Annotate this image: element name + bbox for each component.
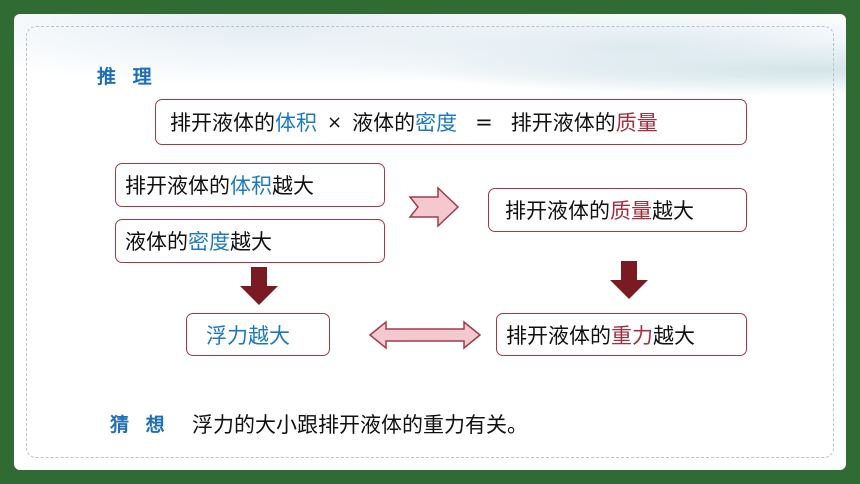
formula-volume: 体积 [275,111,317,135]
formula-mass: 质量 [615,111,658,135]
equals-sign: = [475,110,493,134]
density-increase-box: 液体的密度越大 [115,219,385,263]
dashed-frame [26,26,834,458]
weight-key: 重力 [611,323,653,348]
density-pre: 液体的 [125,230,188,254]
mass-post: 越大 [652,199,694,223]
volume-increase-box: 排开液体的体积越大 [115,163,385,207]
volume-post: 越大 [272,174,314,198]
buoyancy-increase-box: 浮力越大 [186,313,330,356]
weight-pre: 排开液体的 [506,323,611,348]
formula-part3: 排开液体的 [510,111,616,135]
multiply-sign: × [327,111,343,133]
mass-pre: 排开液体的 [505,199,610,223]
heading-guess: 猜 想 [110,414,170,436]
heading-reasoning: 推 理 [97,66,157,88]
weight-post: 越大 [653,323,695,348]
right-arrow-icon [408,186,460,228]
conclusion-text: 浮力的大小跟排开液体的重力有关。 [192,413,528,437]
down-arrow-right-icon [610,261,648,299]
down-arrow-left-icon [240,267,278,305]
density-post: 越大 [230,230,272,254]
formula-density: 密度 [415,111,458,135]
buoyancy-text: 浮力越大 [206,323,290,348]
density-key: 密度 [188,230,230,254]
formula-part2: 液体的 [352,111,416,135]
mass-key: 质量 [610,199,652,223]
double-arrow-icon [368,320,482,350]
volume-pre: 排开液体的 [125,174,230,198]
formula-box: 排开液体的体积 × 液体的密度 = 排开液体的质量 [155,99,747,145]
volume-key: 体积 [230,174,272,198]
weight-increase-box: 排开液体的重力越大 [496,313,747,356]
mass-increase-box: 排开液体的质量越大 [488,188,747,232]
formula-part1: 排开液体的 [170,111,275,135]
